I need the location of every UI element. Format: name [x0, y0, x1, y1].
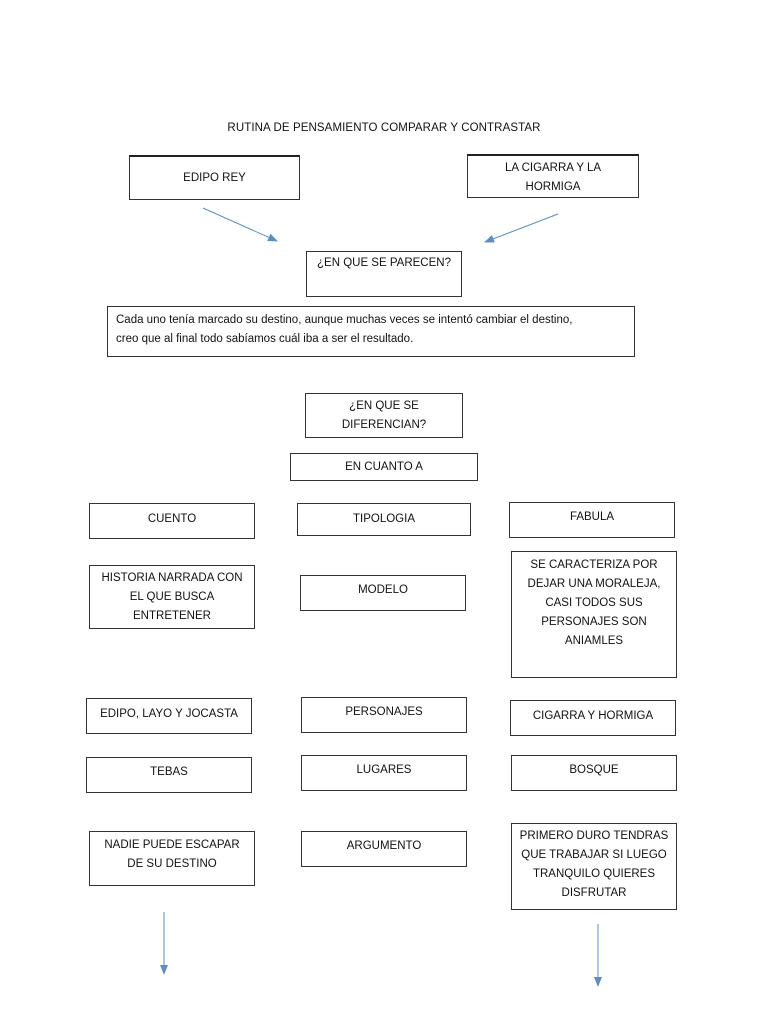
personajes-right-box: CIGARRA Y HORMIGA: [510, 700, 676, 736]
modelo-left-line3: ENTRETENER: [133, 610, 211, 622]
arrow-right-to-center: [484, 213, 559, 243]
modelo-right-line2: DEJAR UNA MORALEJA,: [527, 578, 661, 590]
edipo-rey-box: EDIPO REY: [129, 155, 300, 200]
argumento-left-line1: NADIE PUEDE ESCAPAR: [104, 839, 240, 851]
modelo-right-line5: ANIAMLES: [564, 635, 624, 647]
lugares-box: LUGARES: [301, 755, 467, 791]
tipologia-box: TIPOLOGIA: [297, 503, 471, 536]
en-cuanto-box: EN CUANTO A: [290, 453, 478, 481]
argumento-right-line2: QUE TRABAJAR SI LUEGO: [521, 849, 667, 861]
similar-answer-line1: Cada uno tenía marcado su destino, aunqu…: [116, 314, 573, 326]
similar-question-box: ¿EN QUE SE PARECEN?: [306, 251, 462, 297]
fabula-label: FABULA: [569, 511, 615, 523]
argumento-left-line2: DE SU DESTINO: [127, 858, 217, 870]
personajes-left-label: EDIPO, LAYO Y JOCASTA: [100, 708, 238, 720]
lugares-label: LUGARES: [356, 764, 412, 776]
lugares-left-label: TEBAS: [150, 766, 188, 778]
cigarra-hormiga-line1: LA CIGARRA Y LA: [504, 162, 602, 174]
modelo-right-box: SE CARACTERIZA POR DEJAR UNA MORALEJA, C…: [511, 551, 677, 678]
similar-answer-box: Cada uno tenía marcado su destino, aunqu…: [107, 306, 635, 357]
argumento-right-line3: TRANQUILO QUIERES: [532, 868, 656, 880]
similar-question-label: ¿EN QUE SE PARECEN?: [317, 257, 451, 269]
modelo-right-line4: PERSONAJES SON: [541, 616, 647, 628]
personajes-right-label: CIGARRA Y HORMIGA: [532, 710, 654, 722]
argumento-right-line1: PRIMERO DURO TENDRAS: [519, 830, 669, 842]
arrow-left-to-center: [202, 207, 278, 242]
fabula-box: FABULA: [509, 502, 675, 538]
modelo-left-line2: EL QUE BUSCA: [129, 591, 215, 603]
argumento-left-box: NADIE PUEDE ESCAPAR DE SU DESTINO: [89, 831, 255, 886]
cigarra-hormiga-line2: HORMIGA: [525, 181, 581, 193]
modelo-right-line1: SE CARACTERIZA POR: [530, 559, 658, 571]
lugares-left-box: TEBAS: [86, 757, 252, 793]
differ-question-box: ¿EN QUE SE DIFERENCIAN?: [305, 393, 463, 438]
edipo-rey-label: EDIPO REY: [183, 172, 246, 184]
personajes-box: PERSONAJES: [301, 697, 467, 733]
argumento-right-box: PRIMERO DURO TENDRAS QUE TRABAJAR SI LUE…: [511, 823, 677, 910]
argumento-label: ARGUMENTO: [346, 840, 422, 852]
modelo-right-line3: CASI TODOS SUS: [545, 597, 643, 609]
differ-question-line2: DIFERENCIAN?: [341, 419, 427, 431]
lugares-right-box: BOSQUE: [511, 755, 677, 791]
cigarra-hormiga-box: LA CIGARRA Y LA HORMIGA: [467, 154, 639, 198]
modelo-label: MODELO: [358, 584, 408, 596]
cuento-box: CUENTO: [89, 503, 255, 539]
modelo-left-box: HISTORIA NARRADA CON EL QUE BUSCA ENTRET…: [89, 565, 255, 629]
cuento-label: CUENTO: [147, 513, 197, 525]
similar-answer-line2: creo que al final todo sabíamos cuál iba…: [116, 333, 414, 345]
modelo-box: MODELO: [300, 575, 466, 611]
en-cuanto-label: EN CUANTO A: [345, 461, 423, 473]
modelo-left-line1: HISTORIA NARRADA CON: [101, 572, 243, 584]
tipologia-label: TIPOLOGIA: [353, 513, 415, 525]
argumento-box: ARGUMENTO: [301, 831, 467, 867]
personajes-left-box: EDIPO, LAYO Y JOCASTA: [86, 698, 252, 734]
argumento-right-line4: DISFRUTAR: [561, 887, 627, 899]
page-title: RUTINA DE PENSAMIENTO COMPARAR Y CONTRAS…: [227, 122, 541, 134]
personajes-label: PERSONAJES: [345, 706, 423, 718]
differ-question-line1: ¿EN QUE SE: [349, 400, 419, 412]
lugares-right-label: BOSQUE: [569, 764, 619, 776]
